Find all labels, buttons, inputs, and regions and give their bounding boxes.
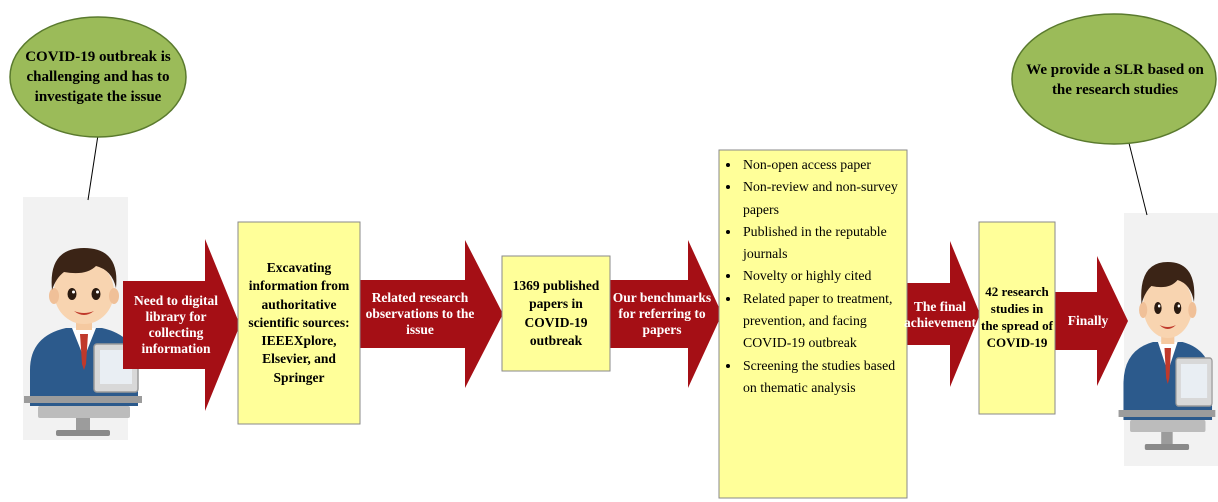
box-result (978, 221, 1056, 415)
box-sources (237, 221, 361, 425)
criteria-item: Published in the reputable journals (741, 221, 903, 266)
arrow-1 (123, 239, 240, 411)
arrow-5 (1054, 256, 1128, 386)
arrow-2 (357, 240, 503, 388)
callout-line-right (1128, 142, 1148, 216)
criteria-item: Novelty or highly cited (741, 265, 903, 287)
arrow-4-label: The final achievement (904, 298, 976, 330)
criteria-item: Non-review and non-survey papers (741, 176, 903, 221)
criteria-list: Non-open access paper Non-review and non… (719, 150, 907, 498)
arrow-2-label: Related research observations to the iss… (365, 289, 475, 338)
arrow-5-label: Finally (1067, 312, 1109, 328)
box-published (501, 255, 611, 372)
box-sources-text: Excavating information from authoritativ… (248, 260, 350, 385)
criteria-item: Non-open access paper (741, 154, 903, 176)
arrow-3 (608, 240, 722, 388)
bubble-end-text: We provide a SLR based on the research s… (1026, 61, 1204, 98)
bubble-start (9, 16, 187, 138)
arrow-1-label: Need to digital library for collecting i… (134, 292, 218, 357)
arrow-3-label: Our benchmarks for referring to papers (612, 289, 712, 338)
criteria-item: Screening the studies based on thematic … (741, 355, 903, 400)
box-published-text: 1369 published papers in COVID-19 outbre… (512, 278, 600, 348)
bubble-end (1011, 13, 1217, 145)
box-criteria (718, 149, 908, 499)
callout-line-left (87, 134, 99, 201)
bubble-start-text: COVID-19 outbreak is challenging and has… (25, 48, 171, 106)
criteria-item: Related paper to treatment, prevention, … (741, 288, 903, 355)
box-result-text: 42 research studies in the spread of COV… (981, 284, 1053, 350)
arrow-4 (905, 241, 980, 387)
